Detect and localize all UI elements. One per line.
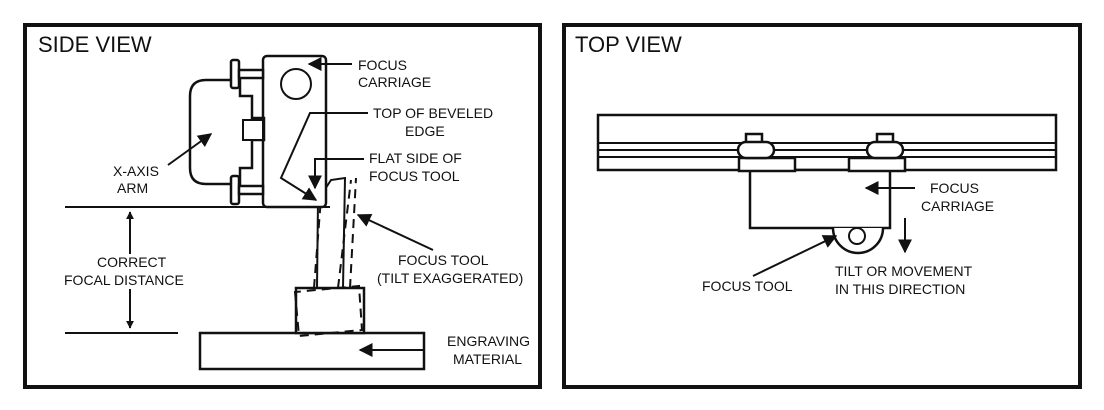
- top-focus-tool-arrow: [752, 235, 838, 277]
- svg-text:FOCUS TOOL: FOCUS TOOL: [702, 278, 793, 294]
- side-view-title: SIDE VIEW: [38, 32, 152, 57]
- svg-text:TILT OR MOVEMENT: TILT OR MOVEMENT: [835, 263, 973, 279]
- focus-tool-center: [848, 227, 866, 245]
- side-view-panel: SIDE VIEW FOCUS CARRIAGE TOP: [23, 23, 542, 389]
- label-flat-side: FLAT SIDE OF FOCUS TOOL: [369, 150, 462, 184]
- svg-text:CARRIAGE: CARRIAGE: [358, 74, 431, 90]
- beveled-edge-arrow: [279, 112, 368, 201]
- label-top-focus-tool: FOCUS TOOL: [702, 278, 793, 294]
- lower-bolt-shaft: [237, 184, 265, 196]
- label-correct-focal-distance: CORRECT FOCAL DISTANCE: [64, 254, 184, 288]
- svg-text:EDGE: EDGE: [405, 123, 445, 139]
- focus-carriage: [261, 54, 328, 209]
- top-view-title: TOP VIEW: [575, 32, 682, 57]
- svg-text:(TILT EXAGGERATED): (TILT EXAGGERATED): [377, 270, 523, 286]
- label-focus-tool: FOCUS TOOL (TILT EXAGGERATED): [377, 252, 523, 286]
- svg-text:CORRECT: CORRECT: [97, 254, 167, 270]
- label-top-of-beveled-edge: TOP OF BEVELED EDGE: [373, 105, 493, 139]
- svg-text:ENGRAVING: ENGRAVING: [447, 333, 530, 349]
- label-focus-carriage: FOCUS CARRIAGE: [358, 57, 431, 90]
- label-engraving-material: ENGRAVING MATERIAL: [447, 333, 530, 367]
- svg-text:FOCUS TOOL: FOCUS TOOL: [398, 252, 489, 268]
- left-roller: [736, 140, 776, 160]
- upper-bolt-shaft: [237, 68, 265, 80]
- right-wheel-block: [847, 156, 907, 173]
- focus-tool-base-tilted: [293, 284, 364, 338]
- x-axis-arm-arrow: [167, 133, 213, 166]
- svg-text:FLAT SIDE OF: FLAT SIDE OF: [369, 150, 462, 166]
- label-tilt-direction: TILT OR MOVEMENT IN THIS DIRECTION: [835, 263, 973, 297]
- top-focus-carriage: [748, 168, 892, 230]
- focus-tool-shaft-tilted: [313, 177, 357, 289]
- carriage-wheel: [280, 68, 312, 100]
- focus-tool-base: [294, 286, 366, 335]
- svg-text:CARRIAGE: CARRIAGE: [921, 198, 994, 214]
- svg-text:FOCUS TOOL: FOCUS TOOL: [369, 168, 460, 184]
- svg-text:ARM: ARM: [117, 180, 148, 196]
- flat-side-arrow: [308, 158, 364, 190]
- svg-text:TOP OF BEVELED: TOP OF BEVELED: [373, 105, 493, 121]
- label-top-focus-carriage: FOCUS CARRIAGE: [921, 180, 994, 214]
- label-x-axis-arm: X-AXIS ARM: [113, 163, 159, 196]
- focus-tool-arrow: [356, 213, 434, 251]
- svg-text:FOCUS: FOCUS: [930, 180, 979, 196]
- svg-text:IN THIS DIRECTION: IN THIS DIRECTION: [835, 281, 965, 297]
- left-wheel-block: [737, 156, 797, 173]
- arm-slot: [242, 119, 264, 141]
- svg-text:MATERIAL: MATERIAL: [453, 351, 522, 367]
- svg-text:FOCUS: FOCUS: [358, 57, 407, 73]
- focus-tool-shaft: [316, 176, 347, 289]
- svg-text:X-AXIS: X-AXIS: [113, 163, 159, 179]
- top-view-panel: TOP VIEW FOCUS CARRIAGE FOCUS TOOL TILT …: [562, 23, 1082, 389]
- svg-text:FOCAL DISTANCE: FOCAL DISTANCE: [64, 272, 184, 288]
- right-roller: [865, 140, 905, 160]
